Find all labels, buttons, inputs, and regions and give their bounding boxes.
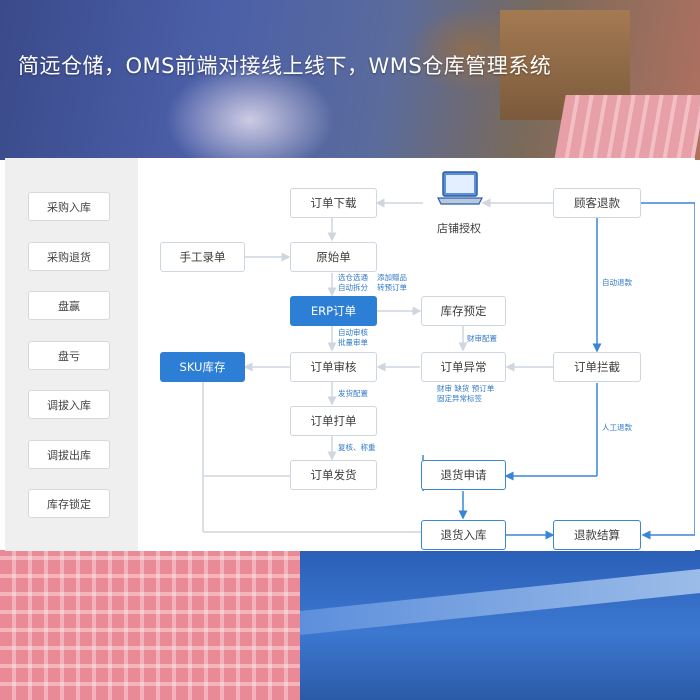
laptop-icon (437, 171, 483, 205)
sidebar-item-stock-loss[interactable]: 盘亏 (28, 341, 110, 370)
node-customer-refund[interactable]: 顾客退款 (553, 188, 641, 218)
sidebar-item-transfer-inbound[interactable]: 调拔入库 (28, 390, 110, 419)
background-photo-top (0, 0, 700, 160)
label-select-warehouse: 选仓选通 (338, 273, 368, 282)
node-return-apply[interactable]: 退货申请 (421, 460, 506, 490)
node-order-ship[interactable]: 订单发货 (290, 460, 377, 490)
node-order-review[interactable]: 订单审核 (290, 352, 377, 382)
node-refund-settle[interactable]: 退款结算 (553, 520, 641, 550)
label-batch-review: 批量审单 (338, 338, 368, 347)
connector-lines (202, 198, 695, 540)
sidebar-item-purchase-inbound[interactable]: 采购入库 (28, 192, 110, 221)
node-order-print[interactable]: 订单打单 (290, 406, 377, 436)
label-auto-refund: 自动退款 (602, 278, 632, 287)
pink-crate-front (0, 550, 300, 700)
node-erp-order[interactable]: ERP订单 (290, 296, 377, 326)
node-order-intercept[interactable]: 订单拦截 (553, 352, 641, 382)
sidebar: 采购入库 采购退货 盘赢 盘亏 调拔入库 调拔出库 库存锁定 (5, 158, 138, 551)
node-original-order[interactable]: 原始单 (290, 242, 377, 272)
label-ship-config: 发货配置 (338, 389, 368, 398)
label-to-presale: 转预订单 (377, 283, 407, 292)
label-exception-tags: 固定异常标签 (437, 394, 482, 403)
node-manual-entry[interactable]: 手工录单 (160, 242, 245, 272)
banner-title: 简远仓储，OMS前端对接线上线下，WMS仓库管理系统 (18, 54, 552, 78)
node-order-exception[interactable]: 订单异常 (421, 352, 506, 382)
blue-shelf-bar (300, 568, 700, 636)
label-manual-refund: 人工退款 (602, 423, 632, 432)
node-order-download[interactable]: 订单下载 (290, 188, 377, 218)
label-auto-split: 自动拆分 (338, 283, 368, 292)
sidebar-item-stock-lock[interactable]: 库存锁定 (28, 489, 110, 518)
node-sku-stock[interactable]: SKU库存 (160, 352, 245, 382)
label-finance-config: 财审配置 (467, 334, 497, 343)
label-exception-types: 财审 缺货 预订单 (437, 384, 495, 393)
sidebar-item-transfer-outbound[interactable]: 调拔出库 (28, 440, 110, 469)
label-add-gift: 添加赠品 (377, 273, 407, 282)
background-photo-bottom (0, 550, 700, 700)
pink-crate (554, 95, 700, 160)
label-recheck-weigh: 复核、称重 (338, 443, 376, 452)
sidebar-item-purchase-return[interactable]: 采购退货 (28, 242, 110, 271)
node-stock-reserve[interactable]: 库存预定 (421, 296, 506, 326)
flowchart-panel: 采购入库 采购退货 盘赢 盘亏 调拔入库 调拔出库 库存锁定 (5, 158, 695, 551)
store-auth-label: 店铺授权 (437, 222, 481, 235)
label-auto-review: 自动审核 (338, 328, 368, 337)
sidebar-item-stock-gain[interactable]: 盘赢 (28, 291, 110, 320)
node-return-inbound[interactable]: 退货入库 (421, 520, 506, 550)
